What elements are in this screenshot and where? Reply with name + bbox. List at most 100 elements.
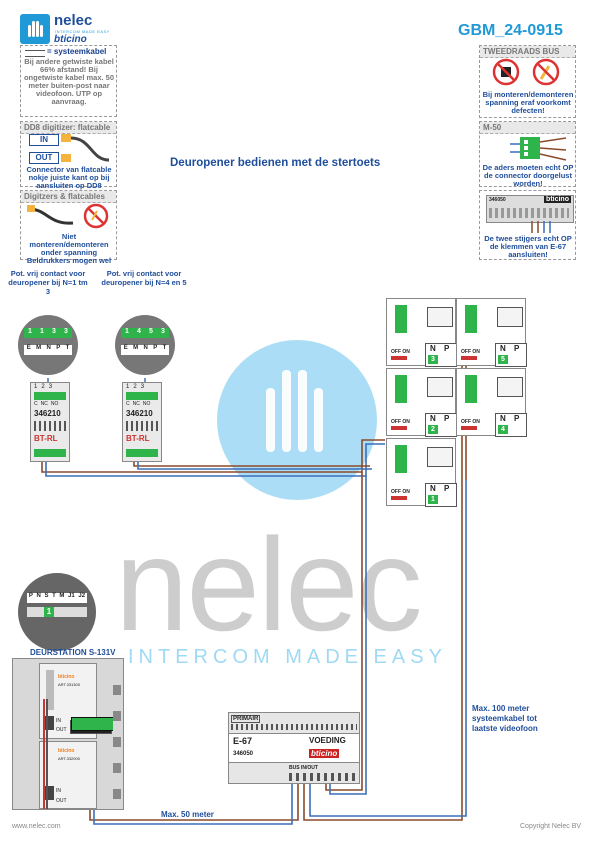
videophone-screen-icon [427,377,453,397]
contact2-sub-t: T [162,345,167,351]
relay2-top-3: 3 [140,384,145,390]
no-screwdriver-icon [532,58,560,86]
e67-terminals-label: BUS IN/OUT [289,765,318,771]
cable-note-text: Bij andere getwiste kabel 66% afstand! B… [23,57,115,106]
videophone-switch [461,356,477,360]
e67-brand: bticino [309,749,340,758]
ds-term-t: T [52,593,56,599]
videophone-connector [395,445,407,473]
relay1-brand: BT-RL [34,434,58,443]
videophone-n-label: N [500,344,506,353]
dd8-in-label: IN [29,134,59,146]
stijgers-note-text: De twee stijgers echt OP de klemmen van … [484,234,572,259]
cable-riser-brown [303,480,463,821]
cable-note-header: = systeemkabel [47,47,107,56]
contact2-sub-p: P [153,345,158,351]
ds-n-value: 1 [44,607,54,617]
videophone-n-label: N [500,414,506,423]
videophone-switch-label: OFF ON [461,349,480,355]
cable-icon [25,50,45,57]
videophone-switch [391,496,407,500]
ds-out-top: OUT [56,727,67,733]
contact1-term-a: 1 [28,328,32,335]
door-station-title: DEURSTATION S-131V [30,648,116,657]
contact2-sub-m: M [133,345,139,351]
videophone-connector [465,375,477,403]
contact2-label: Pot. vrij contact voor deuropener bij N=… [101,269,187,287]
nelec-logo-icon [20,14,50,44]
relay1-top-1: 1 [34,384,38,390]
e67-mini-code: 346050 [489,197,506,203]
videophone-switch-label: OFF ON [391,489,410,495]
videophone-connector [395,375,407,403]
videophone-n-label: N [430,344,436,353]
e67-code: 346050 [233,751,254,757]
videophone-screen-icon [497,377,523,397]
contact1-sub-m: M [36,345,42,351]
dd8-note-header: DD8 digitizer: flatcable [21,122,116,134]
door-station-panel: bticino ART.331300 IN OUT bticino ART.33… [12,658,124,810]
cable-riser-blue [309,480,467,817]
contact1-label: Pot. vrij contact voor deuropener bij N=… [8,269,88,296]
m50-note-box: M-50 De aders moeten echt OP de connecto… [479,121,576,188]
contact1-sub-t: T [65,345,70,351]
videophone-p-label: P [514,414,520,423]
bus-note-box: TWEEDRAADS BUS Bij monteren/demonteren s… [479,45,576,118]
ds-in-bottom: IN [56,788,61,794]
contact2-term-c: 5 [149,328,153,335]
relay1-no: NO [50,401,59,407]
videophone-switch [391,356,407,360]
watermark-circle [217,340,377,500]
videophone-p-label: P [444,484,450,493]
dd8-out-label: OUT [29,152,59,164]
flatcable-icon [61,134,110,162]
e67-mini-device: 346050 bticino [486,195,574,223]
videophone-n-label: N [430,484,436,493]
contact2-term-a: 1 [125,328,129,335]
dd8-note-box: DD8 digitizer: flatcable IN OUT Connecto… [20,121,117,190]
videophone-p-label: P [444,344,450,353]
relay1-top-2: 2 [41,384,45,390]
ds-term-j1: J1 [68,593,75,599]
cable-relay2-blue [137,462,372,470]
videophone-n-value: 5 [498,355,508,364]
contact2-term-d: 3 [161,328,165,335]
diagram-title: Deuropener bedienen met de stertoets [170,157,381,169]
contact1-sub-n: N [46,345,51,351]
ds-in-top: IN [56,718,61,724]
footer-website: www.nelec.com [12,823,61,830]
cable-trunk-brown [325,472,363,791]
watermark-brand-text: nelec [115,511,423,658]
contact2-sub-e: E [123,345,128,351]
videophone-n-value: 3 [428,355,438,364]
ds-button-module: bticino ART.332000 IN OUT [39,741,97,809]
stijgers-wires-icon [531,221,551,233]
brand-name: nelec [54,12,93,29]
videophone-n-value: 4 [498,425,508,434]
contact1-sub-p: P [56,345,61,351]
videophone-p-label: P [444,414,450,423]
contact1-term-b: 1 [40,328,44,335]
brand-tagline: INTERCOM MADE EASY [55,29,110,34]
digitizers-note-text: Niet monteren/demonteren onder spanning … [26,232,112,265]
no-plug-icon [492,58,520,86]
relay1-c: C [34,401,38,407]
videophone-switch-label: OFF ON [461,419,480,425]
contact1-term-c: 3 [52,328,56,335]
cable-trunk-blue [329,476,367,795]
ds-code-bottom: ART.332000 [58,756,80,761]
relay2-no: NO [142,401,151,407]
e67-primair: PRIMAIR [231,715,261,723]
ds-term-n: N [36,593,41,599]
